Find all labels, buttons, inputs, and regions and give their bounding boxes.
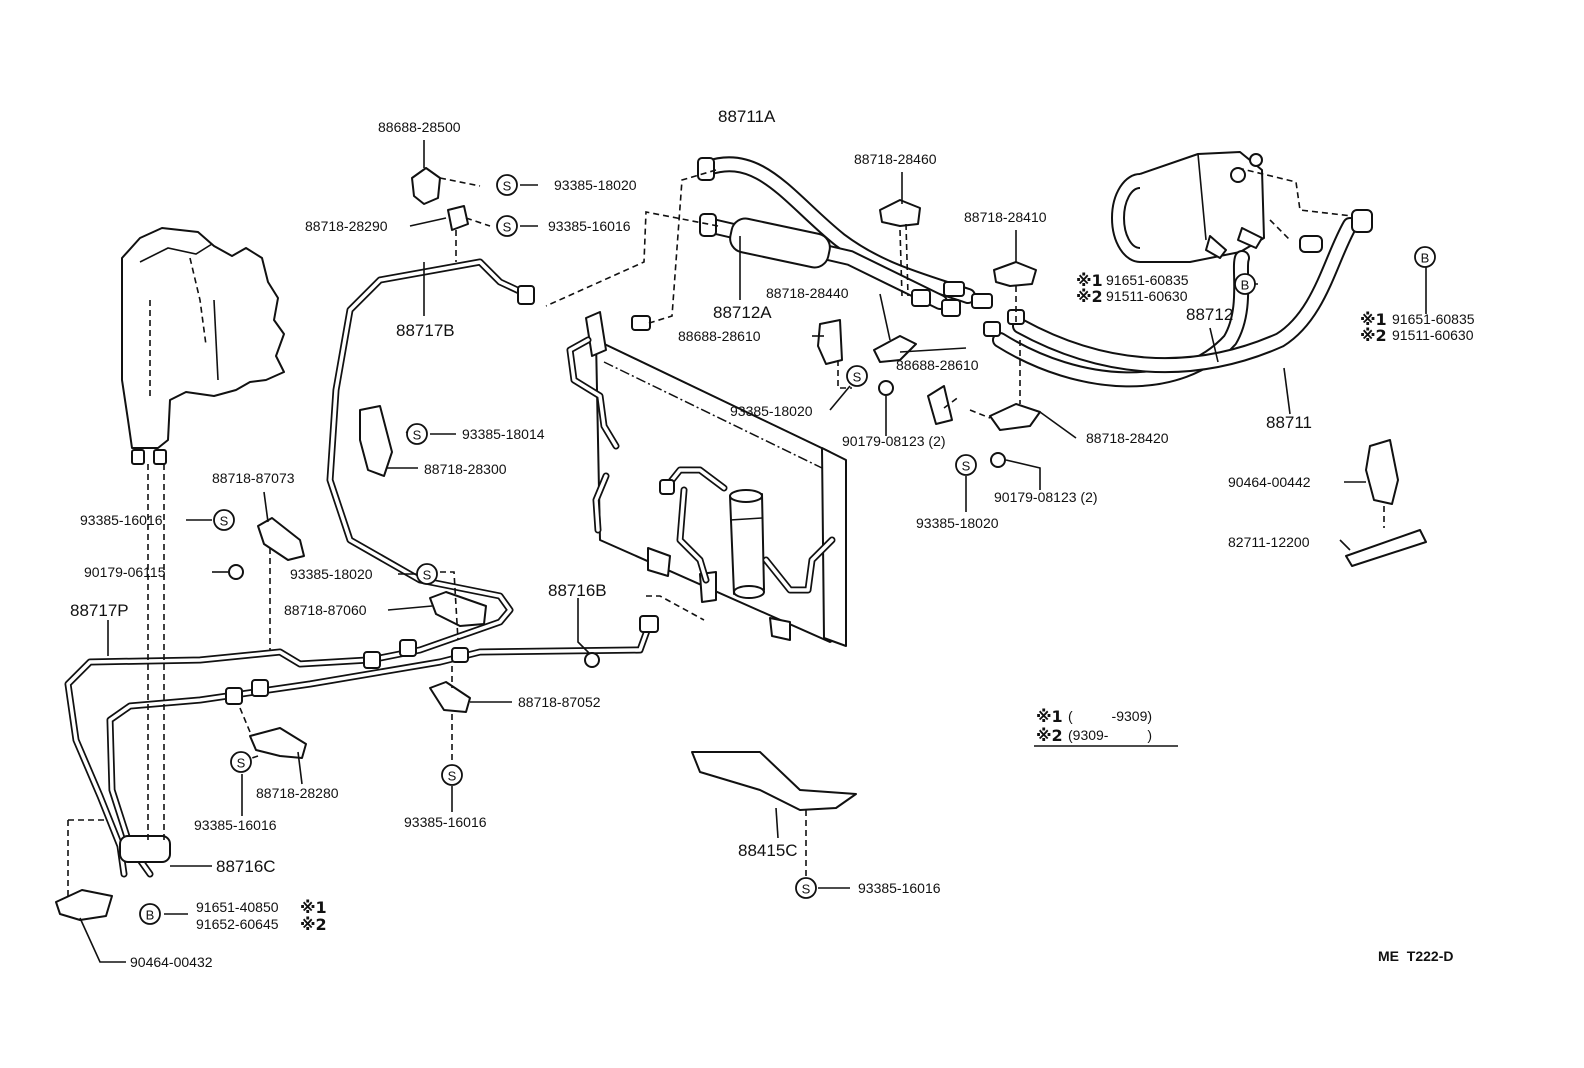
symbol-b-1: B (1234, 273, 1256, 295)
symbol-b-3: B (139, 903, 161, 925)
label-88718-87073: 88718-87073 (212, 470, 295, 486)
label-93385-16016-c: 93385-16016 (194, 817, 277, 833)
symbol-b-2: B (1414, 246, 1436, 268)
label-93385-18014: 93385-18014 (462, 426, 545, 442)
label-88718-28280: 88718-28280 (256, 785, 339, 801)
label-mark2-c: ※2 (300, 915, 327, 934)
svg-text:S: S (448, 769, 457, 784)
label-91511-60630-b: 91511-60630 (1392, 327, 1474, 343)
pipe-88717P (64, 648, 372, 878)
svg-text:S: S (237, 756, 246, 771)
label-91651-60835-a: 91651-60835 (1106, 272, 1189, 288)
symbol-s-4: S (955, 454, 977, 476)
label-82711-12200: 82711-12200 (1228, 534, 1310, 550)
label-93385-18020-a: 93385-18020 (554, 177, 637, 193)
footnote-row2-text: (9309- ) (1068, 727, 1152, 743)
label-91651-60835-b: 91651-60835 (1392, 311, 1475, 327)
svg-text:S: S (802, 882, 811, 897)
label-93385-16016-b: 93385-16016 (80, 512, 163, 528)
pipe-condenser-dryer (660, 466, 836, 594)
label-88716C: 88716C (216, 857, 276, 876)
label-93385-16016-d: 93385-16016 (404, 814, 487, 830)
label-90464-00442: 90464-00442 (1228, 474, 1311, 490)
svg-text:S: S (503, 179, 512, 194)
footnote-mark2: ※2 (1036, 726, 1063, 745)
symbol-s-3: S (846, 365, 868, 387)
label-88688-28610-a: 88688-28610 (678, 328, 761, 344)
symbol-s-1: S (496, 174, 518, 196)
svg-text:S: S (962, 459, 971, 474)
label-88718-87060: 88718-87060 (284, 602, 367, 618)
label-88717P: 88717P (70, 601, 129, 620)
label-88718-28460: 88718-28460 (854, 151, 937, 167)
label-88711A: 88711A (718, 107, 776, 126)
label-90179-08123-a: 90179-08123 (2) (842, 433, 946, 449)
label-91651-40850: 91651-40850 (196, 899, 279, 915)
label-93385-18020-c: 93385-18020 (916, 515, 999, 531)
label-88718-28420: 88718-28420 (1086, 430, 1169, 446)
symbol-s-5: S (406, 423, 428, 445)
svg-text:S: S (413, 428, 422, 443)
leader-lines (79, 140, 1427, 963)
label-93385-18020-d: 93385-18020 (290, 566, 373, 582)
hose-88711A (700, 156, 976, 304)
label-88711: 88711 (1266, 413, 1312, 432)
pipe-88717B (326, 258, 534, 664)
label-mark2-a: ※2 (1076, 287, 1103, 306)
assembly-lines (67, 167, 1385, 896)
brackets (55, 167, 1427, 921)
label-90179-06115: 90179-06115 (84, 564, 166, 580)
diagram-code: ME T222-D (1378, 948, 1453, 964)
label-mark1-a: ※1 (1076, 271, 1103, 290)
pipe-condenser-left (566, 336, 620, 534)
symbol-s-2: S (496, 215, 518, 237)
symbol-s-10: S (795, 877, 817, 899)
label-88718-28410: 88718-28410 (964, 209, 1047, 225)
hose-88712A (704, 217, 948, 310)
label-88415C: 88415C (738, 841, 798, 860)
label-88718-28290: 88718-28290 (305, 218, 388, 234)
label-93385-16016-a: 93385-16016 (548, 218, 631, 234)
svg-text:S: S (220, 514, 229, 529)
footnote-mark1: ※1 (1036, 707, 1063, 726)
svg-text:S: S (853, 370, 862, 385)
engine-unit-outline (121, 227, 285, 465)
svg-text:S: S (503, 220, 512, 235)
label-90179-08123-b: 90179-08123 (2) (994, 489, 1098, 505)
svg-text:B: B (146, 908, 155, 923)
symbol-s-6: S (213, 509, 235, 531)
footnote-row1-text: ( -9309) (1068, 708, 1152, 724)
symbol-s-8: S (230, 751, 252, 773)
label-88712A: 88712A (713, 303, 772, 322)
label-88716B: 88716B (548, 581, 607, 600)
label-91652-60645: 91652-60645 (196, 916, 279, 932)
label-91511-60630-a: 91511-60630 (1106, 288, 1188, 304)
label-mark1-c: ※1 (300, 898, 327, 917)
label-90464-00432: 90464-00432 (130, 954, 213, 970)
pipe-88716B (106, 624, 652, 878)
label-mark2-b: ※2 (1360, 326, 1387, 345)
hose-88711 (1012, 217, 1358, 374)
label-88688-28500: 88688-28500 (378, 119, 461, 135)
symbol-s-9: S (441, 764, 463, 786)
label-88712: 88712 (1186, 305, 1233, 324)
label-88688-28610-b: 88688-28610 (896, 357, 979, 373)
symbol-s-7: S (416, 563, 438, 585)
label-88718-28440: 88718-28440 (766, 285, 849, 301)
svg-text:B: B (1241, 278, 1250, 293)
label-88718-28300: 88718-28300 (424, 461, 507, 477)
svg-text:S: S (423, 568, 432, 583)
label-88717B: 88717B (396, 321, 455, 340)
label-93385-16016-e: 93385-16016 (858, 880, 941, 896)
label-93385-18020-b: 93385-18020 (730, 403, 813, 419)
svg-text:B: B (1421, 251, 1430, 266)
footnote-legend: ※1 ( -9309) ※2 (9309- ) (1036, 707, 1152, 745)
label-mark1-b: ※1 (1360, 310, 1387, 329)
label-88718-87052: 88718-87052 (518, 694, 601, 710)
compressor (1111, 151, 1265, 263)
